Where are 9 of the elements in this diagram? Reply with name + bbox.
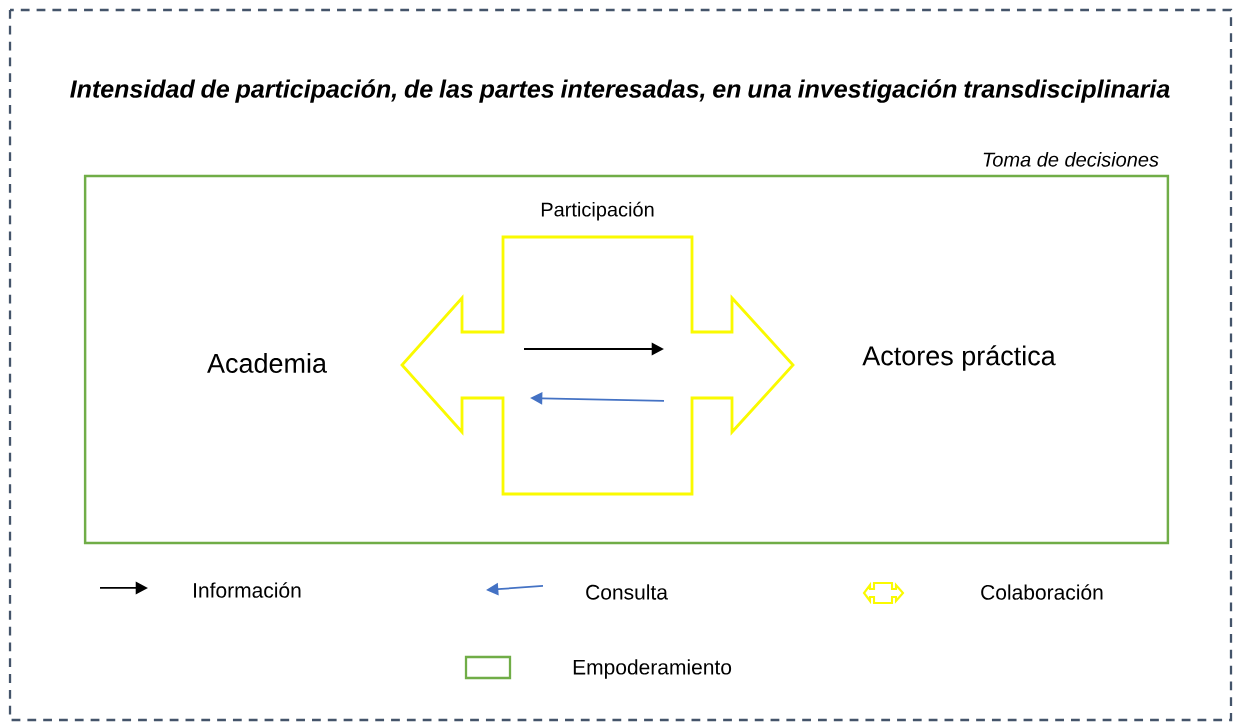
legend-label: Colaboración xyxy=(981,584,1103,600)
legend-label: Consulta xyxy=(586,584,668,600)
title: Intensidad de participación, de las partes interesadas, en una investigación transdisciplinaria xyxy=(70,79,1170,103)
legend-label: Empoderamiento xyxy=(573,659,732,679)
actor-label: Actores práctica xyxy=(862,345,1056,371)
legend-label: Información xyxy=(194,582,301,598)
box-heading: Toma de decisiones xyxy=(983,152,1159,167)
actor-label: Academia xyxy=(207,353,327,373)
cross-heading: Participación xyxy=(541,201,654,221)
